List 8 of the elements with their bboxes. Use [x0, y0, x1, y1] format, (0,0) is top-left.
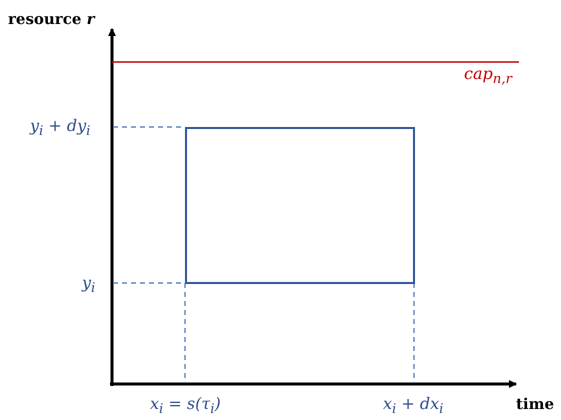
axis-tick-label: x$_{i}$ = s(τ$_{i}$)	[150, 395, 221, 420]
axis-tick-label: y$_{i}$	[82, 274, 96, 298]
axis-label: time	[516, 395, 554, 413]
axis-label: resource r	[8, 10, 95, 28]
axis-tick-label: y$_{i}$ + dy$_{i}$	[30, 117, 90, 142]
axis-tick-label: x$_{i}$ + dx$_{i}$	[383, 395, 444, 420]
task-rectangle	[185, 127, 415, 284]
capacity-label: cap$_{n,r}$	[464, 65, 512, 90]
